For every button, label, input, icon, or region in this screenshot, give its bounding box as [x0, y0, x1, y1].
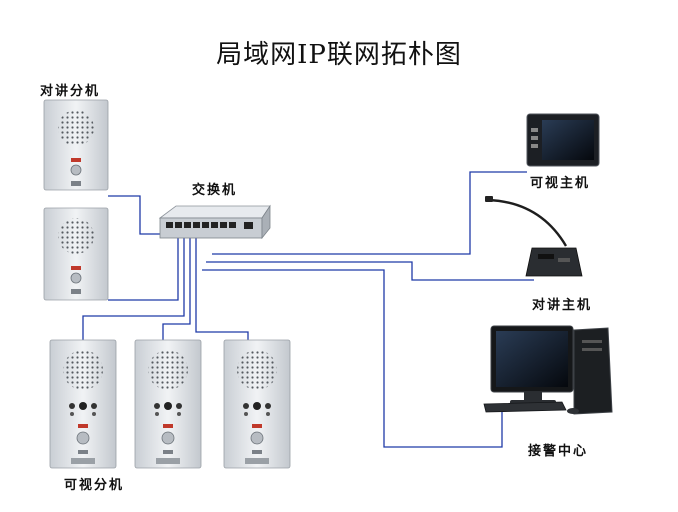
mouse-icon	[567, 408, 579, 414]
speaker-grille-icon	[148, 350, 188, 390]
call-button-icon	[70, 272, 82, 284]
keyboard-icon	[483, 401, 567, 413]
label-alarm-center: 接警中心	[528, 444, 589, 459]
microphone-icon	[487, 198, 568, 247]
camera-icon	[253, 402, 261, 410]
speaker-grille-icon	[58, 218, 94, 254]
call-button-icon	[76, 431, 90, 445]
call-button-icon	[70, 164, 82, 176]
intercom-extension-panel-1	[43, 99, 109, 191]
network-switch	[158, 204, 271, 240]
label-video-extension: 可视分机	[64, 478, 125, 493]
camera-icon	[79, 402, 87, 410]
camera-icon	[164, 402, 172, 410]
speaker-grille-icon	[63, 350, 103, 390]
video-extension-panel-2	[134, 339, 202, 469]
link-intercom-extension-1	[108, 195, 172, 235]
speaker-grille-icon	[58, 110, 94, 146]
label-intercom-extension: 对讲分机	[40, 84, 101, 99]
link-intercom-host	[206, 261, 534, 281]
video-host-monitor	[526, 113, 600, 167]
link-alarm-center	[202, 269, 503, 448]
call-button-icon	[161, 431, 175, 445]
network-links	[82, 171, 534, 448]
intercom-extension-panel-2	[43, 207, 109, 301]
label-video-host: 可视主机	[530, 176, 591, 191]
link-video-extension-1	[82, 236, 185, 340]
link-video-host	[212, 171, 527, 255]
call-button-icon	[250, 431, 264, 445]
video-extension-panel-1	[49, 339, 117, 469]
label-intercom-host: 对讲主机	[532, 298, 593, 313]
label-switch: 交换机	[192, 183, 238, 198]
video-extension-panel-3	[223, 339, 291, 469]
link-video-extension-2	[162, 236, 191, 340]
link-intercom-extension-2	[108, 234, 179, 301]
diagram-title: 局域网IP联网拓朴图	[216, 40, 462, 70]
alarm-center-computer	[483, 325, 613, 415]
link-video-extension-3	[195, 236, 249, 340]
intercom-host-desk-mic	[485, 196, 583, 277]
speaker-grille-icon	[237, 350, 277, 390]
